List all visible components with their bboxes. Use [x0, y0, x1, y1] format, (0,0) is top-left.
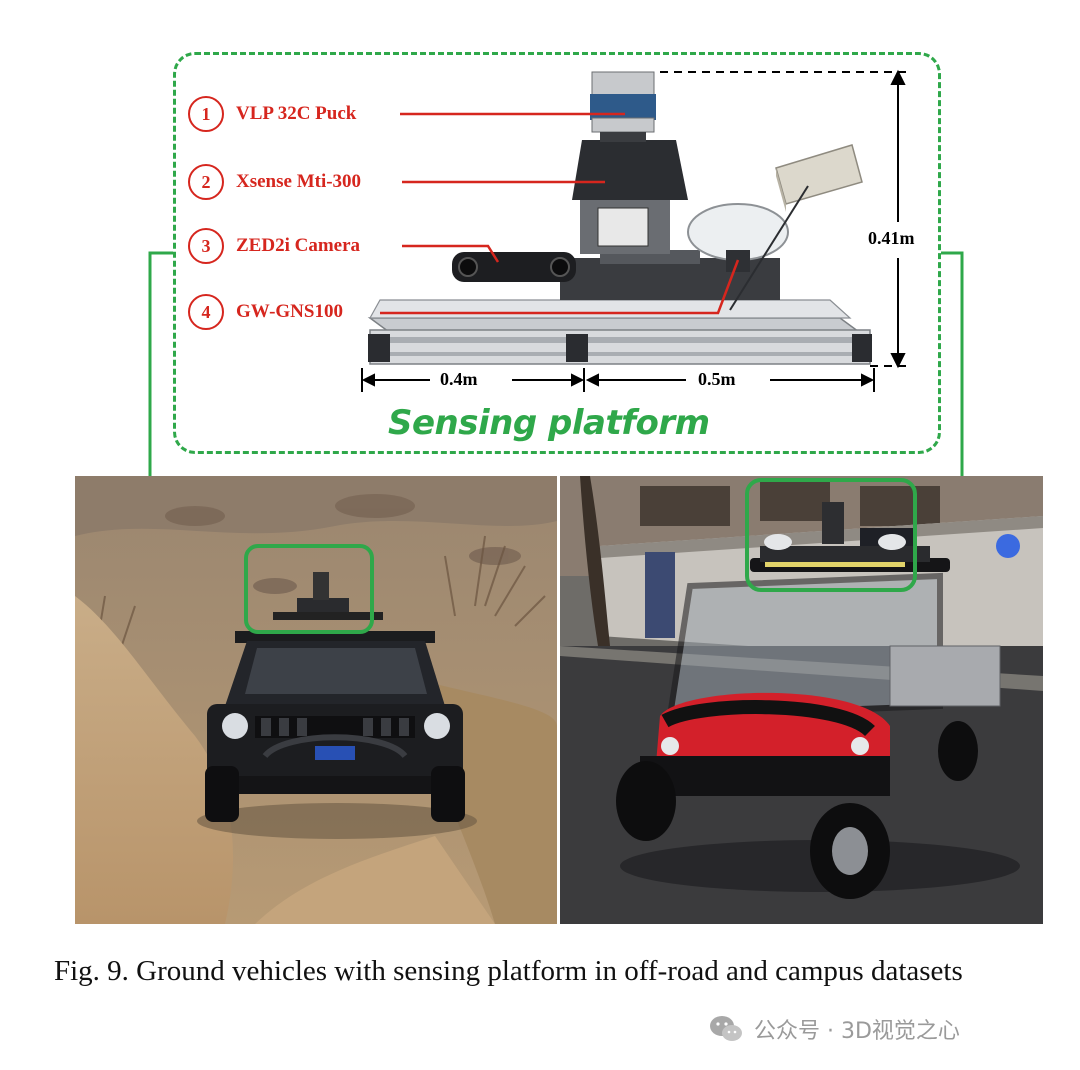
sensor-name: GW-GNS100: [236, 301, 343, 322]
gw-gns100-receiver: [729, 144, 863, 311]
sensor-name: ZED2i Camera: [236, 235, 361, 256]
pointer-line-4: [380, 259, 740, 315]
imu-mount: [572, 140, 688, 254]
offroad-vehicle-photo: [75, 476, 557, 924]
sensing-platform-frame: [173, 52, 941, 454]
sensor-name: VLP 32C Puck: [236, 103, 357, 124]
watermark: 公众号 · 3D视觉之心: [708, 1012, 960, 1046]
platform-title: Sensing platform: [388, 403, 710, 443]
dimension-height: 0.41m: [864, 228, 919, 249]
aluminum-rail-frame: [367, 299, 873, 365]
vlp32c-lidar: [590, 71, 656, 142]
sensor-label-4: 4 GW-GNS100: [188, 292, 343, 332]
dimension-width-right: 0.5m: [694, 369, 740, 390]
pointer-line-3: [402, 244, 500, 263]
dimension-width-left: 0.4m: [436, 369, 482, 390]
sensor-label-2: 2 Xsense Mti-300: [188, 162, 361, 202]
sensor-name: Xsense Mti-300: [236, 171, 362, 192]
watermark-text: 公众号 · 3D视觉之心: [754, 1019, 960, 1044]
figure-caption: Fig. 9. Ground vehicles with sensing pla…: [54, 955, 963, 987]
gnss-antenna: [687, 203, 789, 272]
height-dimension: [660, 69, 908, 369]
sensor-label-1: 1 VLP 32C Puck: [188, 94, 356, 134]
utv-vehicle: [616, 502, 1020, 899]
wechat-icon: [710, 1016, 742, 1041]
zed2i-camera: [452, 252, 576, 282]
campus-vehicle-photo: [560, 476, 1043, 924]
sensor-number-badge: 1: [188, 96, 224, 132]
suv-vehicle: [197, 572, 477, 839]
width-dimension: [361, 368, 875, 392]
sensor-number-badge: 3: [188, 228, 224, 264]
sensor-number-badge: 4: [188, 294, 224, 330]
sensor-label-3: 3 ZED2i Camera: [188, 226, 360, 266]
sensor-number-badge: 2: [188, 164, 224, 200]
